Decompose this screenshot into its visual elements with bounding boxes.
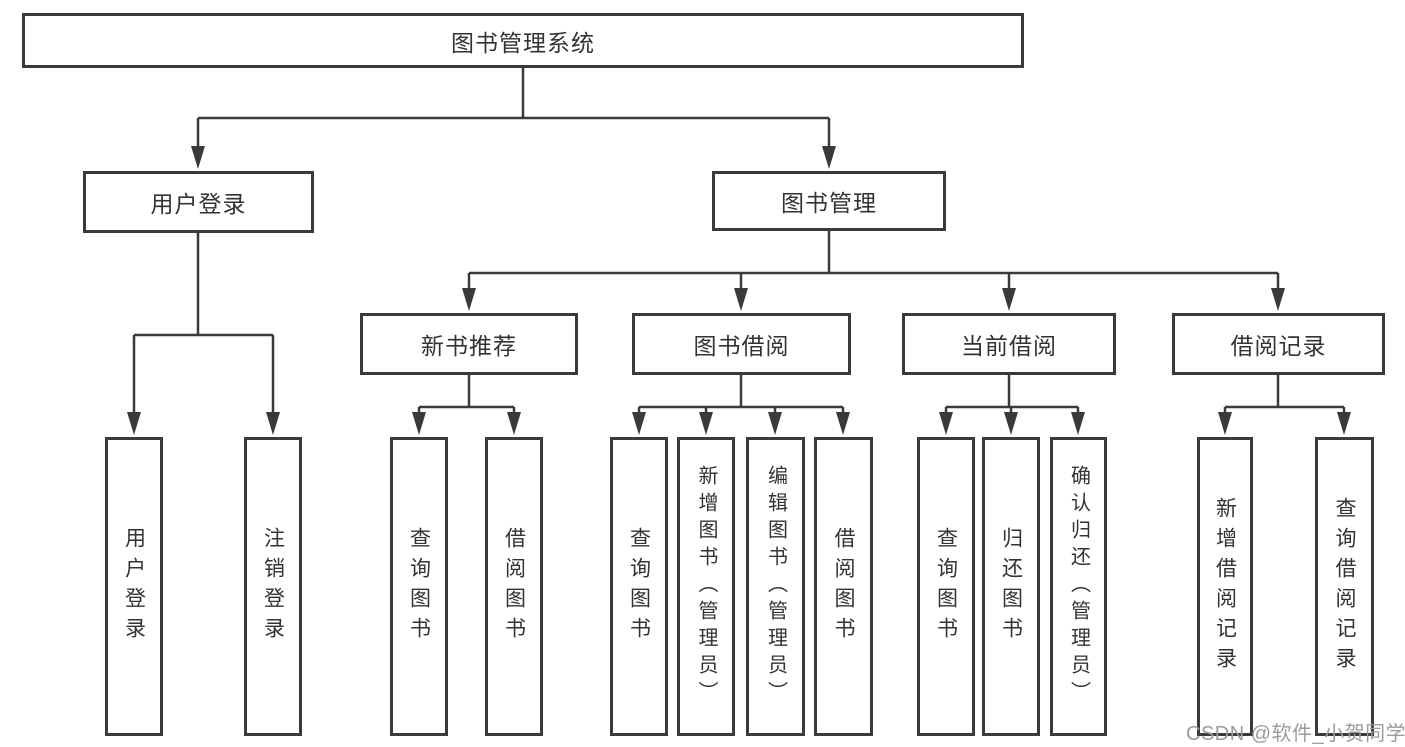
arrowhead: [1002, 288, 1016, 311]
arrowhead: [836, 412, 850, 435]
arrowhead: [632, 412, 646, 435]
leaf-add-book-admin: 新增图书（管理员）: [677, 437, 735, 736]
arrowhead: [939, 412, 953, 435]
leaf-query-books-current: 查询图书: [917, 437, 975, 736]
connector-root: [196, 68, 831, 164]
connector-new-book-recommendation: [417, 375, 516, 430]
leaf-return-books: 归还图书: [982, 437, 1040, 736]
node-borrowing-records: 借阅记录: [1172, 313, 1385, 375]
node-book-borrowing: 图书借阅: [632, 313, 851, 375]
leaf-borrow-books-recommend: 借阅图书: [485, 437, 543, 736]
arrowhead: [507, 412, 521, 435]
connector-lines: [132, 68, 1346, 430]
node-current-borrowing: 当前借阅: [902, 313, 1116, 375]
leaf-query-books-recommend: 查询图书: [390, 437, 448, 736]
leaf-user-login: 用户登录: [105, 437, 163, 736]
arrowhead: [1071, 412, 1085, 435]
arrowheads: [127, 146, 1351, 435]
leaf-confirm-return-admin: 确认归还（管理员）: [1050, 437, 1107, 736]
arrowhead: [768, 412, 782, 435]
arrowhead: [191, 146, 205, 169]
leaf-query-books-borrow: 查询图书: [610, 437, 668, 736]
arrowhead: [699, 412, 713, 435]
arrowhead: [127, 412, 141, 435]
node-new-book-recommendation: 新书推荐: [360, 313, 578, 375]
node-library-management-system: 图书管理系统: [22, 13, 1024, 68]
connector-borrowing-records: [1223, 375, 1346, 430]
arrowhead: [1271, 288, 1285, 311]
leaf-edit-book-admin: 编辑图书（管理员）: [746, 437, 805, 736]
arrowhead: [1337, 412, 1351, 435]
node-user-login: 用户登录: [83, 171, 314, 233]
node-book-management: 图书管理: [712, 171, 946, 231]
leaf-add-borrow-record: 新增借阅记录: [1197, 437, 1253, 736]
arrowhead: [266, 412, 280, 435]
connector-book-borrowing: [637, 375, 845, 430]
connector-book-management: [467, 231, 1280, 306]
arrowhead: [734, 288, 748, 311]
arrowhead: [822, 146, 836, 169]
csdn-watermark: CSDN @软件_小贺同学: [1186, 723, 1405, 745]
leaf-logout: 注销登录: [244, 437, 302, 736]
arrowhead: [412, 412, 426, 435]
leaf-borrow-books-borrow: 借阅图书: [814, 437, 873, 736]
arrowhead: [462, 288, 476, 311]
leaf-query-borrow-record: 查询借阅记录: [1315, 437, 1374, 736]
arrowhead: [1004, 412, 1018, 435]
connector-user-login: [132, 233, 275, 430]
arrowhead: [1218, 412, 1232, 435]
